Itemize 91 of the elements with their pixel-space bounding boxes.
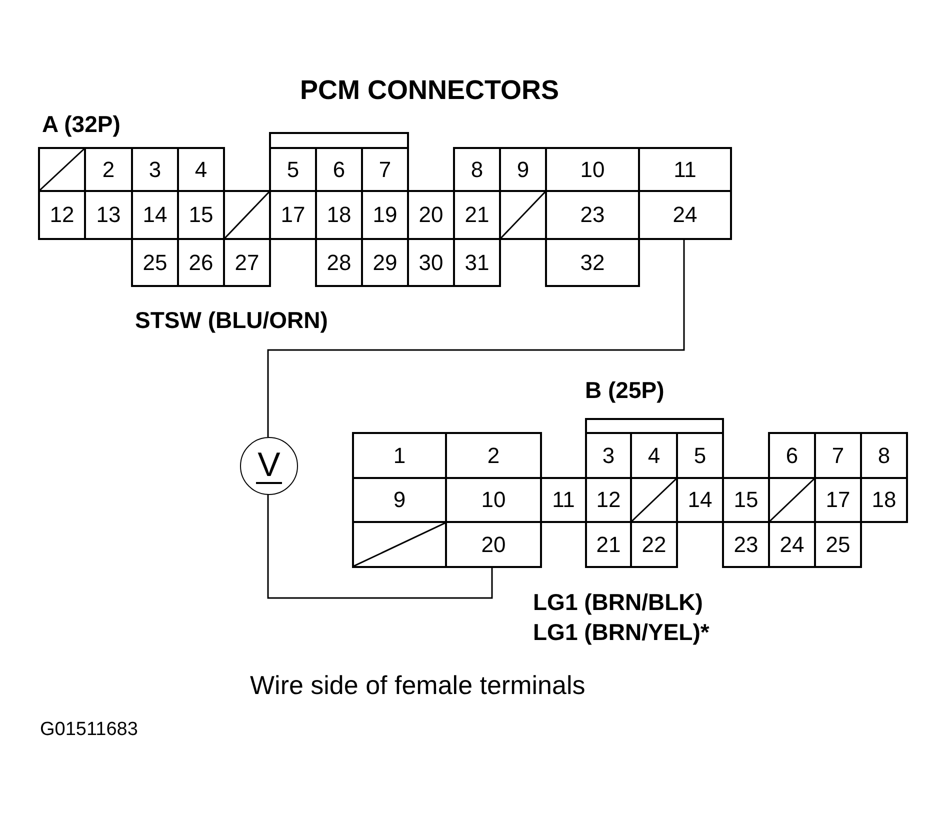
pin-number: 1	[393, 444, 406, 466]
blocked-terminal-cell	[768, 477, 816, 523]
pin-number: 22	[642, 534, 666, 556]
terminal-cell	[630, 521, 678, 568]
pin-number: 23	[734, 534, 758, 556]
pin-number: 17	[826, 489, 850, 511]
blocked-terminal-cell	[352, 521, 447, 568]
pin-number: 10	[481, 489, 506, 511]
blocked-terminal-cell	[499, 190, 547, 240]
pin-number: 11	[552, 489, 575, 511]
terminal-cell	[352, 432, 447, 479]
pin-number: 25	[826, 534, 850, 556]
pin-number: 7	[832, 444, 844, 466]
diagram-title: PCM CONNECTORS	[300, 74, 560, 107]
pin-number: 5	[694, 444, 706, 466]
pin-number: 12	[596, 489, 621, 511]
blocked-terminal-cell	[223, 190, 271, 240]
pin-number: 13	[96, 204, 121, 226]
figure-id: G01511683	[40, 718, 138, 742]
terminal-cell	[177, 147, 225, 192]
terminal-cell	[445, 432, 542, 479]
pin-number: 5	[286, 158, 300, 180]
terminal-cell	[722, 521, 770, 568]
pin-number: 6	[786, 444, 798, 466]
pin-number: 17	[280, 204, 306, 226]
terminal-cell	[38, 190, 86, 240]
terminal-cell	[638, 147, 732, 192]
pin-number: 24	[780, 534, 804, 556]
pin-number: 21	[596, 534, 621, 556]
terminal-cell	[545, 238, 640, 287]
pin-number: 6	[332, 158, 346, 180]
pin-number: 32	[580, 252, 605, 274]
pin-number: 27	[234, 252, 260, 274]
terminal-cell	[638, 190, 732, 240]
terminal-cell	[315, 238, 363, 287]
terminal-cell	[131, 238, 179, 287]
wire-label: STSW (BLU/ORN)	[135, 306, 328, 335]
terminal-cell	[445, 521, 542, 568]
terminal-cell	[585, 521, 632, 568]
pin-number: 11	[674, 158, 696, 180]
blocked-terminal-cell	[630, 477, 678, 523]
pin-number: 9	[516, 158, 530, 180]
pin-number: 14	[688, 489, 712, 511]
terminal-cell	[814, 521, 862, 568]
connector-lock-tab	[269, 132, 409, 149]
pin-number: 3	[602, 444, 615, 466]
pin-number: 25	[142, 252, 168, 274]
pin-number: 2	[102, 158, 115, 180]
pin-number: 30	[418, 252, 444, 274]
connector-lock-tab	[585, 418, 724, 434]
pin-number: 24	[672, 204, 698, 226]
pin-number: 9	[393, 489, 406, 511]
wire-label: LG1 (BRN/YEL)*	[533, 618, 710, 647]
pin-number: 31	[464, 252, 490, 274]
pin-number: 7	[378, 158, 392, 180]
pin-number: 8	[878, 444, 890, 466]
wire	[267, 493, 493, 599]
pin-number: 3	[148, 158, 162, 180]
pin-number: 23	[580, 204, 605, 226]
pin-number: 21	[464, 204, 490, 226]
caption: Wire side of female terminals	[250, 669, 586, 702]
pin-number: 8	[470, 158, 484, 180]
pin-number: 29	[372, 252, 398, 274]
terminal-cell	[453, 147, 501, 192]
pin-number: 20	[418, 204, 444, 226]
pin-number: 4	[648, 444, 660, 466]
pin-number: 12	[50, 204, 74, 226]
terminal-cell	[768, 432, 816, 479]
terminal-cell	[223, 238, 271, 287]
pin-number: 15	[734, 489, 758, 511]
pin-number: 20	[481, 534, 506, 556]
pin-number: 19	[372, 204, 398, 226]
pin-number: 2	[487, 444, 500, 466]
pin-number: 15	[188, 204, 214, 226]
connector-label: B (25P)	[585, 376, 664, 405]
blocked-terminal-cell	[38, 147, 86, 192]
terminal-cell	[860, 477, 908, 523]
terminal-cell	[453, 238, 501, 287]
pin-number: 28	[326, 252, 352, 274]
terminal-cell	[860, 432, 908, 479]
terminal-cell	[540, 477, 587, 523]
pin-number: 26	[188, 252, 214, 274]
pin-number: 10	[580, 158, 605, 180]
pin-number: 18	[326, 204, 352, 226]
pin-number: 18	[872, 489, 896, 511]
wire	[267, 238, 685, 437]
connector-label: A (32P)	[42, 110, 120, 139]
pin-number: 14	[142, 204, 168, 226]
wire-label: LG1 (BRN/BLK)	[533, 588, 703, 617]
pin-number: 4	[194, 158, 208, 180]
voltmeter-letter: V	[256, 448, 282, 484]
